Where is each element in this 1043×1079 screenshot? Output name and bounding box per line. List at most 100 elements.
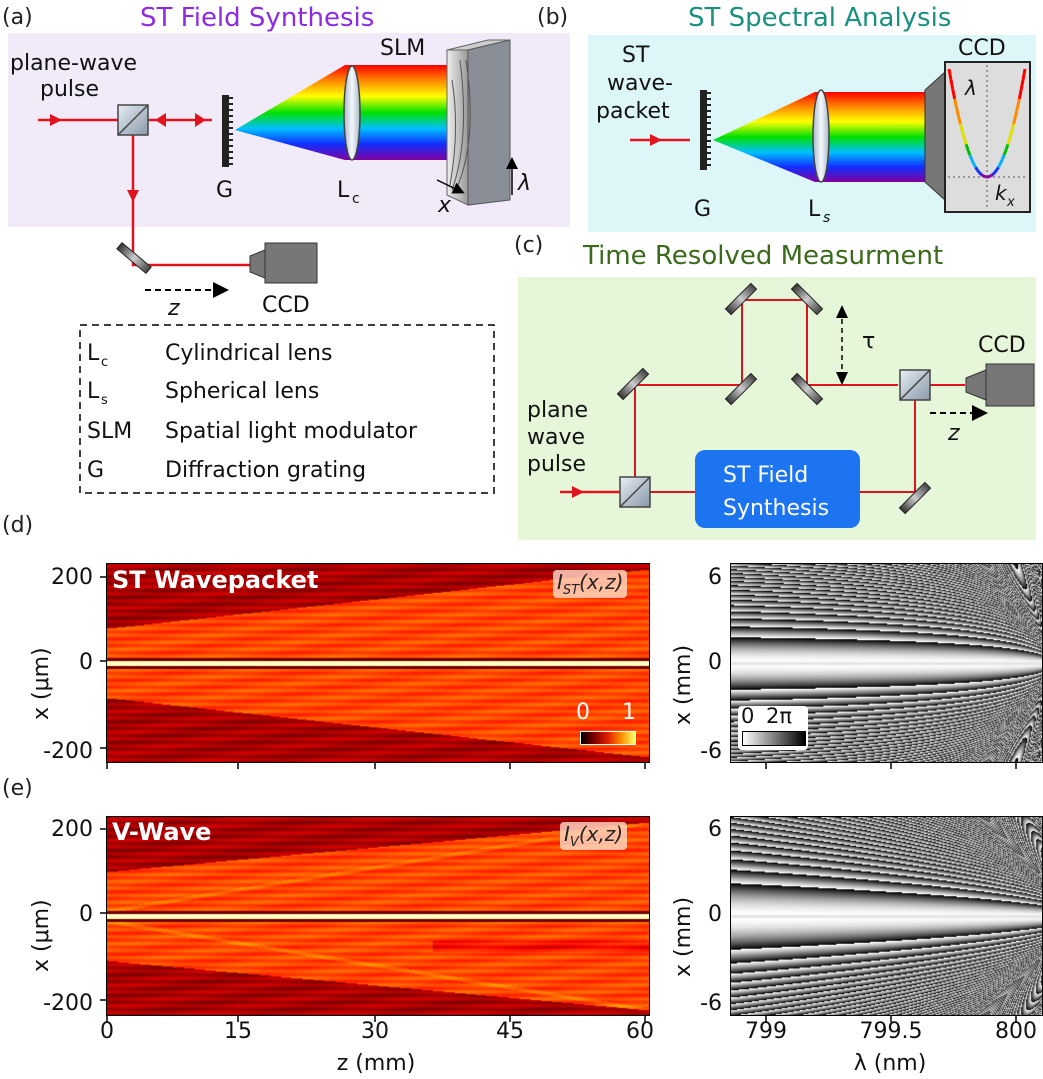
svg-text:SLM: SLM — [87, 419, 132, 444]
svg-text:Spherical lens: Spherical lens — [165, 379, 319, 404]
colorbar-min: 0 — [576, 700, 590, 725]
panel-e-ylabel: x (μm) — [29, 899, 54, 972]
spectrum-cone-b — [713, 92, 815, 182]
colorbar-max: 1 — [622, 700, 636, 725]
panel-d-right-ytick: -6 — [700, 739, 722, 764]
panel-d-axes: (d) 200 0 -200 x (μm) 6 0 -6 x (mm) — [2, 513, 722, 764]
panel-c-input-2: wave — [527, 425, 585, 450]
panel-a-input-label-2: pulse — [40, 77, 99, 102]
beam-down-to-mirror — [131, 134, 255, 267]
st-synthesis-label-1: ST Field — [723, 463, 808, 488]
grating-b-label: G — [694, 197, 711, 222]
panel-a: (a) ST Field Synthesis plane-wave pulse … — [2, 3, 570, 321]
panel-d-label: (d) — [2, 513, 33, 538]
panel-d-right-ytick: 6 — [708, 565, 722, 590]
panel-a-label: (a) — [2, 5, 33, 30]
mirror-a — [116, 242, 152, 274]
svg-text:s: s — [101, 393, 108, 408]
panel-d-ylabel: x (μm) — [29, 647, 54, 720]
z-axis-label: z (mm) — [337, 1051, 416, 1076]
ccd-c-body — [985, 363, 1035, 407]
grating-b-icon — [700, 90, 711, 170]
mirror-c-1 — [616, 367, 650, 401]
ccd-c-label: CCD — [978, 333, 1026, 358]
mirror-c-5 — [790, 372, 824, 406]
z-tick: 0 — [100, 1019, 114, 1044]
v-intensity-badge: IV(x,z) — [560, 822, 628, 850]
v-wave-title: V-Wave — [112, 818, 212, 846]
lens-c-label: L — [337, 178, 350, 203]
ccd-a-nozzle — [249, 249, 266, 279]
svg-text:c: c — [101, 355, 108, 370]
lambda-tick: 799.5 — [860, 1019, 923, 1044]
ccd-b-kx-subscript: x — [1006, 195, 1015, 210]
panel-b-input-2: wave- — [607, 71, 673, 96]
panel-e-ytick: -200 — [43, 991, 93, 1016]
slm-device — [446, 39, 511, 206]
z-tick: 45 — [496, 1019, 524, 1044]
spherical-lens — [812, 89, 830, 183]
v-intensity-symbol: I — [564, 822, 570, 846]
panel-c: (c) Time Resolved Measurment plane wave … — [514, 233, 1036, 540]
lens-c-subscript: c — [352, 191, 360, 207]
ccd-b-lambda-label: λ — [964, 76, 977, 100]
beam-splitter-a-diagonal — [117, 104, 149, 136]
tick-marks — [100, 576, 1017, 1022]
z-axis-label-c: z — [947, 421, 960, 446]
bidirectional-arrow-left — [155, 113, 166, 127]
panel-d-right-ytick: 0 — [708, 650, 722, 675]
tau-label: τ — [862, 329, 875, 354]
phase-colorbar-min: 0 — [741, 704, 755, 728]
svg-text:Diffraction grating: Diffraction grating — [165, 458, 366, 483]
cylindrical-lens — [343, 65, 361, 161]
panel-e-right-ytick: -6 — [700, 991, 722, 1016]
st-intensity-badge: IST(x,z) — [553, 570, 628, 598]
panel-d-ytick: 200 — [51, 565, 93, 590]
mirror-c-3 — [790, 282, 824, 316]
panel-e-ytick: 0 — [79, 902, 93, 927]
spectrum-beam-a — [345, 65, 460, 160]
tau-arrow-down — [836, 372, 848, 385]
z-axis-label-a: z — [167, 296, 180, 321]
panel-e-right-ylabel: x (mm) — [671, 897, 696, 977]
slm-x-axis-label: x — [437, 193, 452, 218]
v-wave-phase-map — [730, 816, 1043, 1016]
panel-e-label: (e) — [2, 776, 33, 801]
st-synthesis-box — [695, 450, 860, 528]
lambda-tick: 800 — [995, 1019, 1037, 1044]
panel-e-axes: (e) 200 0 -200 x (μm) 6 0 -6 x (mm) 0 15… — [2, 776, 1037, 1076]
panel-c-input-1: plane — [527, 398, 588, 423]
panel-d-ytick: 0 — [79, 650, 93, 675]
svg-text:Spatial light modulator: Spatial light modulator — [165, 419, 418, 444]
ccd-b-nozzle — [924, 70, 946, 202]
bidirectional-arrow-right — [195, 113, 206, 127]
svg-text:G: G — [87, 458, 104, 483]
panel-d-ytick: -200 — [43, 739, 93, 764]
st-intensity-subscript: ST — [562, 583, 580, 598]
v-intensity-subscript: V — [569, 835, 579, 850]
input-beam-arrow — [50, 114, 62, 126]
panel-e-ytick: 200 — [51, 817, 93, 842]
z-tick: 15 — [224, 1019, 252, 1044]
lens-s-label: L — [808, 197, 821, 222]
v-intensity-argument: (x,z) — [578, 822, 624, 846]
v-wave-intensity-map — [106, 816, 650, 1016]
mirror-c-4 — [724, 372, 758, 406]
ccd-a-label: CCD — [262, 293, 310, 318]
beam-b-arrow — [650, 134, 662, 146]
slm-lambda-label: λ — [517, 171, 531, 196]
mirror-c-2 — [724, 282, 758, 316]
st-intensity-argument: (x,z) — [579, 570, 624, 594]
legend-item: L s Spherical lens — [87, 379, 319, 408]
panel-a-title: ST Field Synthesis — [140, 3, 374, 33]
input-beam-c-arrow — [572, 486, 584, 498]
lambda-axis-label: λ (nm) — [854, 1051, 927, 1076]
panel-b-input-1: ST — [622, 43, 650, 68]
spectral-parabola — [947, 68, 1027, 179]
panel-c-label: (c) — [514, 233, 543, 258]
grating-a-icon — [222, 95, 233, 167]
st-wavepacket-title: ST Wavepacket — [112, 566, 319, 594]
panel-e-right-ytick: 6 — [708, 817, 722, 842]
grating-a-label: G — [216, 178, 233, 203]
